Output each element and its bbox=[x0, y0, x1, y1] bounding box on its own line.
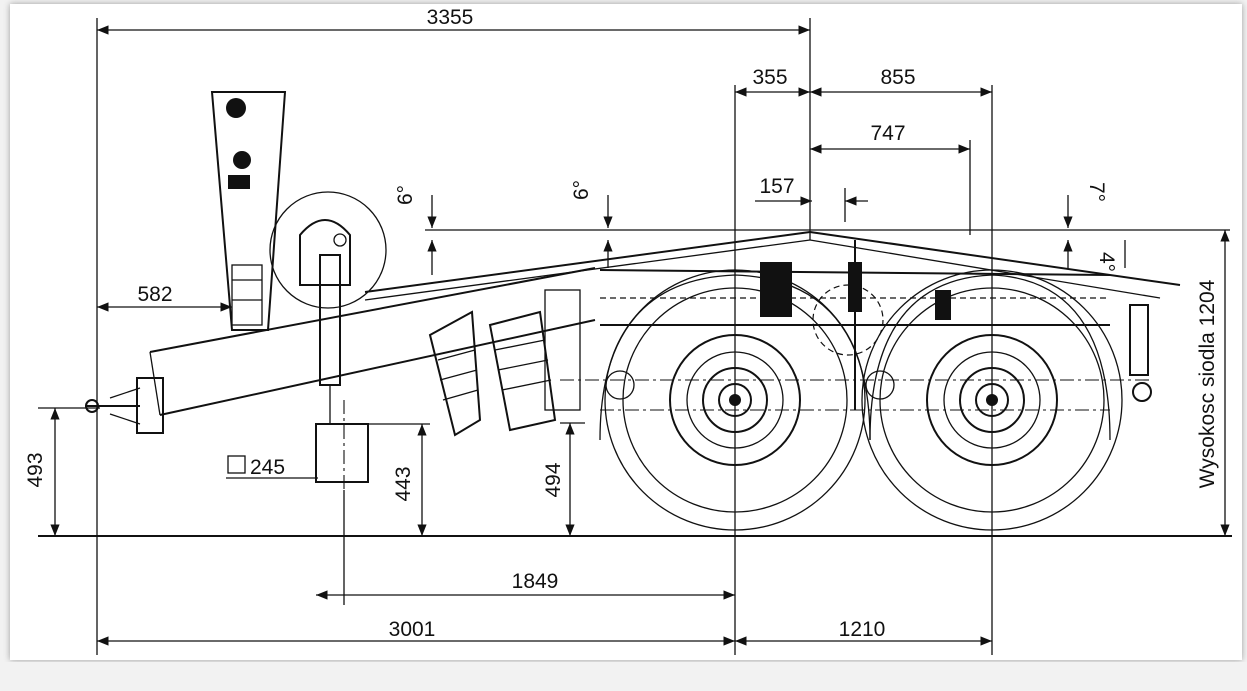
dim-3001: 3001 bbox=[97, 618, 735, 646]
angle-right: 7° bbox=[1063, 182, 1108, 268]
dim-494-label: 494 bbox=[542, 462, 565, 497]
dim-747-label: 747 bbox=[870, 122, 905, 145]
jockey-wheel bbox=[269, 191, 387, 490]
dim-1849-label: 1849 bbox=[512, 570, 559, 593]
drawing-frame bbox=[10, 4, 1242, 660]
drawbar bbox=[85, 267, 596, 434]
angle-right-label: 7° bbox=[1085, 182, 1108, 202]
bottom-band bbox=[0, 662, 1247, 691]
dim-1204: Wysokosc siodla 1204 bbox=[1196, 230, 1230, 536]
mast-panel bbox=[210, 91, 287, 331]
angle-mid: 6° bbox=[570, 180, 613, 268]
dim-3355-label: 3355 bbox=[427, 6, 474, 29]
dim-245: 245 bbox=[226, 455, 318, 479]
angle-left: 6° bbox=[394, 185, 437, 275]
dim-494: 494 bbox=[542, 423, 575, 536]
dim-582-label: 582 bbox=[137, 283, 172, 306]
extension-lines bbox=[38, 18, 1230, 655]
dim-245-label: 245 bbox=[250, 456, 285, 479]
dim-493-label: 493 bbox=[24, 452, 47, 487]
angle-mid-label: 6° bbox=[570, 180, 593, 200]
angle-rear-label: 4° bbox=[1095, 252, 1118, 272]
axle-components bbox=[605, 240, 1152, 410]
dim-855-label: 855 bbox=[880, 66, 915, 89]
support-legs bbox=[428, 289, 581, 437]
dim-747: 747 bbox=[810, 122, 970, 154]
dim-582: 582 bbox=[97, 283, 232, 312]
dim-157: 157 bbox=[755, 175, 868, 222]
rear-wheel bbox=[861, 269, 1123, 531]
dim-1849: 1849 bbox=[316, 570, 735, 600]
side-label: Wysokosc siodla 1204 bbox=[1196, 279, 1219, 488]
square-symbol bbox=[227, 455, 246, 474]
dim-1210: 1210 bbox=[735, 618, 992, 646]
dim-1210-label: 1210 bbox=[839, 618, 886, 641]
dim-443-label: 443 bbox=[392, 466, 415, 501]
dim-855: 855 bbox=[810, 66, 992, 97]
upper-frame-lines bbox=[364, 231, 1181, 411]
angle-left-label: 6° bbox=[394, 185, 417, 205]
dim-157-label: 157 bbox=[759, 175, 794, 198]
angle-rear: 4° bbox=[1095, 240, 1126, 272]
dim-493: 493 bbox=[24, 408, 60, 536]
dim-355: 355 bbox=[735, 66, 810, 97]
dim-3001-label: 3001 bbox=[389, 618, 436, 641]
dim-355-label: 355 bbox=[752, 66, 787, 89]
dim-443: 443 bbox=[392, 424, 427, 536]
front-wheel bbox=[604, 269, 866, 531]
dim-3355: 3355 bbox=[97, 6, 810, 35]
